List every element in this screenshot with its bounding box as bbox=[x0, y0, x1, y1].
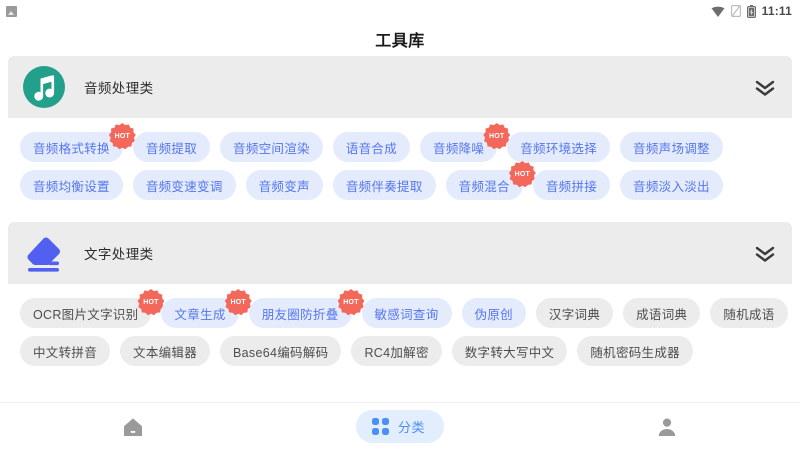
double-chevron-down-icon[interactable] bbox=[752, 74, 778, 100]
status-bar-clock: 11:11 bbox=[761, 4, 792, 18]
hot-badge: HOT bbox=[508, 161, 536, 188]
tool-tag[interactable]: 语音合成 bbox=[332, 132, 411, 162]
tool-tag[interactable]: 中文转拼音 bbox=[20, 336, 111, 366]
category-card-text: 文字处理类 OCR图片文字识别 HOT 文章生成 HOT 朋友圈防折叠 HOT bbox=[8, 222, 792, 380]
nav-item-label: 分类 bbox=[398, 420, 426, 435]
nav-item-profile[interactable] bbox=[533, 415, 800, 439]
tag-row: 音频格式转换 HOT 音频提取 音频空间渲染 语音合成 音频降噪 HOT 音频环… bbox=[14, 123, 786, 164]
status-bar-left bbox=[6, 5, 17, 17]
hot-badge: HOT bbox=[108, 123, 136, 150]
category-card-audio: 音频处理类 音频格式转换 HOT 音频提取 音频空间渲染 语音合成 音频降噪 H… bbox=[8, 56, 792, 214]
tool-tag-label: 朋友圈防折叠 bbox=[261, 307, 339, 322]
tool-tag[interactable]: 音频提取 bbox=[132, 132, 211, 162]
category-title: 文字处理类 bbox=[84, 247, 154, 262]
tool-tag[interactable]: 音频变速变调 bbox=[132, 170, 236, 200]
category-body-text: OCR图片文字识别 HOT 文章生成 HOT 朋友圈防折叠 HOT 敏感词查询 … bbox=[8, 284, 792, 380]
tag-row: 音频均衡设置 音频变速变调 音频变声 音频伴奏提取 音频混合 HOT 音频拼接 … bbox=[14, 161, 786, 202]
category-title: 音频处理类 bbox=[84, 81, 154, 96]
tag-row: OCR图片文字识别 HOT 文章生成 HOT 朋友圈防折叠 HOT 敏感词查询 … bbox=[14, 289, 788, 330]
tool-tag[interactable]: 数字转大写中文 bbox=[451, 336, 568, 366]
tool-tag[interactable]: 文本编辑器 bbox=[120, 336, 211, 366]
page-title: 工具库 bbox=[375, 33, 425, 50]
tool-tag[interactable]: 敏感词查询 bbox=[361, 298, 452, 328]
nav-active-pill[interactable]: 分类 bbox=[356, 410, 445, 443]
hot-badge: HOT bbox=[483, 123, 511, 150]
wifi-icon bbox=[711, 6, 725, 17]
nav-item-home[interactable] bbox=[0, 415, 267, 439]
category-header-text[interactable]: 文字处理类 bbox=[8, 222, 792, 284]
home-icon bbox=[124, 417, 143, 436]
tool-tag[interactable]: OCR图片文字识别 HOT bbox=[20, 289, 165, 328]
tool-tag[interactable]: 音频伴奏提取 bbox=[332, 170, 436, 200]
tool-tag-label: OCR图片文字识别 bbox=[33, 307, 139, 322]
tool-tag-label: 音频降噪 bbox=[433, 141, 485, 156]
tool-tag[interactable]: 成语词典 bbox=[623, 298, 701, 328]
category-body-audio: 音频格式转换 HOT 音频提取 音频空间渲染 语音合成 音频降噪 HOT 音频环… bbox=[8, 118, 792, 214]
tool-tag-label: 音频混合 bbox=[458, 179, 510, 194]
eraser-icon bbox=[27, 237, 61, 272]
tool-tag[interactable]: 汉字词典 bbox=[535, 298, 614, 328]
grid-icon bbox=[372, 418, 389, 435]
tool-tag-label: 文章生成 bbox=[174, 307, 226, 322]
bottom-navigation-bar: 分类 bbox=[0, 402, 800, 450]
tool-tag[interactable]: 音频环境选择 bbox=[507, 132, 611, 162]
tool-tag[interactable]: Base64编码解码 bbox=[220, 336, 342, 366]
tool-tag[interactable]: 随机成语 bbox=[710, 298, 788, 328]
double-chevron-down-icon[interactable] bbox=[752, 240, 778, 266]
tool-tag[interactable]: 随机密码生成器 bbox=[577, 336, 693, 366]
tool-tag[interactable]: 音频声场调整 bbox=[620, 132, 723, 162]
tool-tag[interactable]: 音频降噪 HOT bbox=[420, 123, 511, 162]
tool-tag[interactable]: RC4加解密 bbox=[351, 336, 442, 366]
tool-tag[interactable]: 音频均衡设置 bbox=[20, 170, 123, 200]
tool-tag[interactable]: 音频空间渲染 bbox=[220, 132, 323, 162]
person-icon bbox=[658, 418, 675, 436]
category-header-audio[interactable]: 音频处理类 bbox=[8, 56, 792, 118]
tool-tag[interactable]: 音频混合 HOT bbox=[445, 161, 536, 200]
tool-tag[interactable]: 音频格式转换 HOT bbox=[20, 123, 136, 162]
signal-icon bbox=[730, 5, 741, 17]
app-header: 工具库 bbox=[0, 22, 800, 56]
tag-row: 中文转拼音 文本编辑器 Base64编码解码 RC4加解密 数字转大写中文 随机… bbox=[14, 334, 786, 368]
tool-tag[interactable]: 音频淡入淡出 bbox=[620, 170, 723, 200]
status-bar-right: 11:11 bbox=[711, 4, 792, 18]
status-bar: 11:11 bbox=[0, 0, 800, 22]
music-note-icon bbox=[23, 66, 65, 108]
tool-tag[interactable]: 音频变声 bbox=[245, 170, 323, 200]
tool-tag[interactable]: 伪原创 bbox=[461, 298, 526, 328]
tool-tag[interactable]: 朋友圈防折叠 HOT bbox=[248, 289, 365, 328]
hot-badge: HOT bbox=[337, 289, 365, 316]
battery-icon bbox=[746, 4, 756, 18]
tool-tag[interactable]: 文章生成 HOT bbox=[161, 289, 252, 328]
hot-badge: HOT bbox=[224, 289, 252, 316]
photo-icon bbox=[6, 5, 17, 17]
category-list: 音频处理类 音频格式转换 HOT 音频提取 音频空间渲染 语音合成 音频降噪 H… bbox=[0, 56, 800, 380]
hot-badge: HOT bbox=[137, 289, 165, 316]
nav-item-category[interactable]: 分类 bbox=[267, 410, 534, 443]
tool-tag[interactable]: 音频拼接 bbox=[532, 170, 611, 200]
tool-tag-label: 音频格式转换 bbox=[33, 141, 110, 156]
